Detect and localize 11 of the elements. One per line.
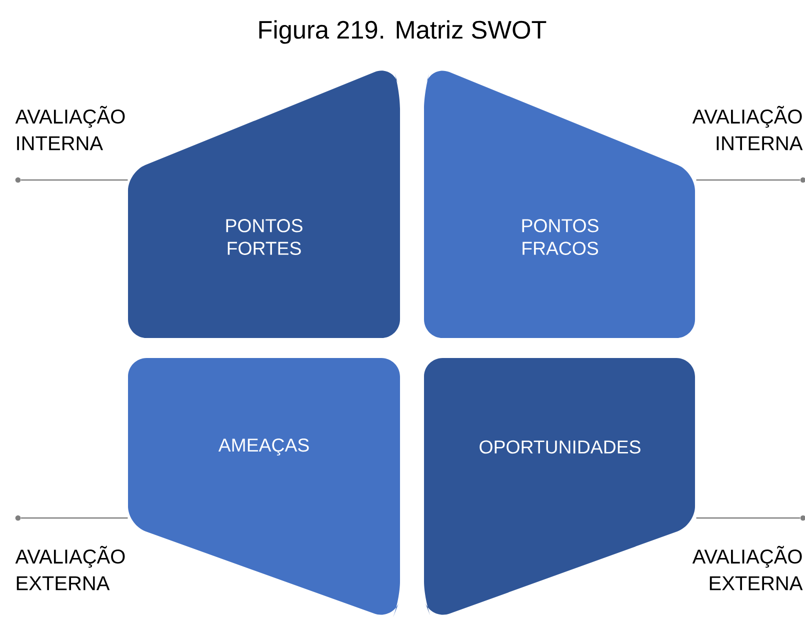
figure-title: Figura 219. Matriz SWOT [259, 20, 546, 44]
side-label: AVALIAÇÃO EXTERNA [692, 546, 803, 590]
connector-line [696, 179, 800, 181]
side-label: AVALIAÇÃO INTERNA [692, 106, 803, 150]
side-label: AVALIAÇÃO EXTERNA [15, 546, 125, 590]
side-label: AVALIAÇÃO INTERNA [15, 106, 125, 150]
swot-quadrant: AMEAÇAS [128, 358, 400, 618]
swot-quadrant: PONTOS FORTES [128, 70, 400, 338]
connector-line [696, 517, 800, 519]
connector-line [20, 179, 128, 181]
connector-line [20, 517, 128, 519]
